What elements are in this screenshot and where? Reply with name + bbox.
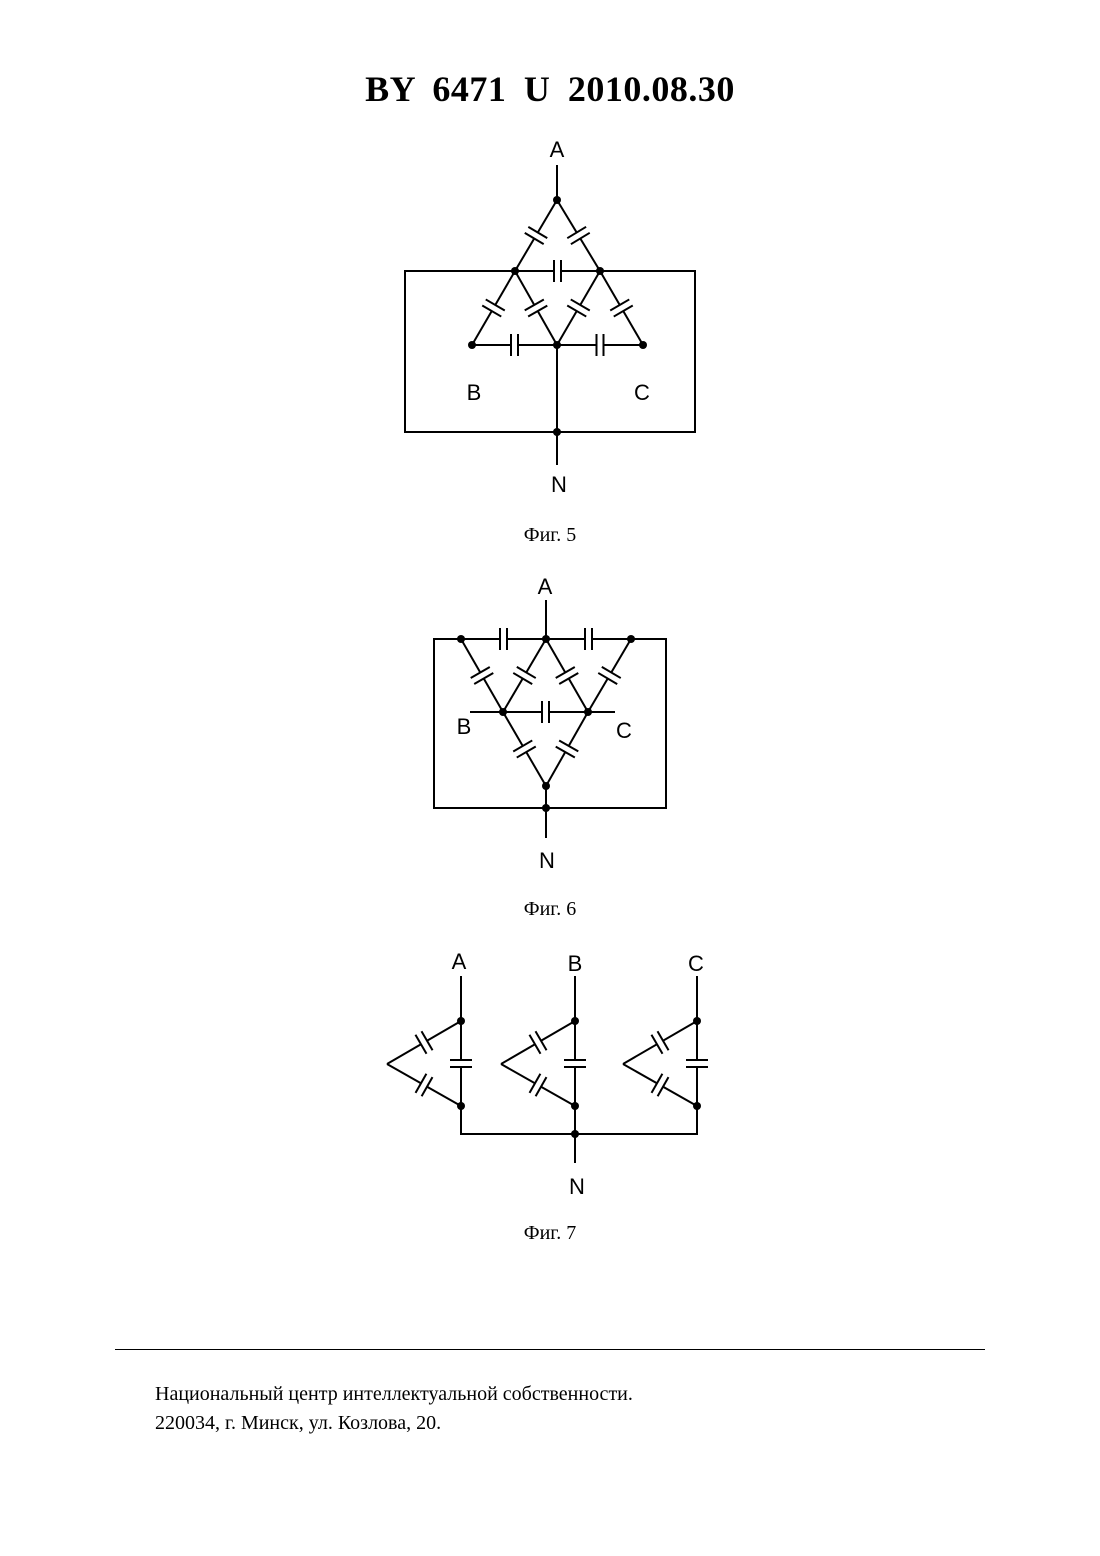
figure-7-label-n: N	[569, 1174, 585, 1199]
capacitor-symbol	[652, 1074, 669, 1097]
figure-7-label-a: A	[452, 949, 467, 974]
capacitor-symbol	[651, 1031, 668, 1054]
figure-7-label-c: C	[688, 951, 704, 976]
footer-address: 220034, г. Минск, ул. Козлова, 20.	[155, 1409, 633, 1438]
capacitor-symbol	[416, 1074, 433, 1097]
footer: Национальный центр интеллектуальной собс…	[155, 1380, 633, 1438]
figure-7-diagram: A B C N	[0, 0, 1100, 1220]
footer-divider	[115, 1349, 985, 1350]
capacitor-symbol	[415, 1031, 432, 1054]
capacitor-symbol	[564, 1060, 586, 1067]
capacitor-symbol	[686, 1060, 708, 1067]
capacitor-symbol	[450, 1060, 472, 1067]
figure-7-caption: Фиг. 7	[0, 1222, 1100, 1245]
footer-organization: Национальный центр интеллектуальной собс…	[155, 1380, 633, 1409]
capacitor-symbol	[529, 1031, 546, 1054]
figure-7-wires	[461, 1106, 697, 1163]
capacitor-symbol	[530, 1074, 547, 1097]
figure-7-label-b: B	[568, 951, 583, 976]
